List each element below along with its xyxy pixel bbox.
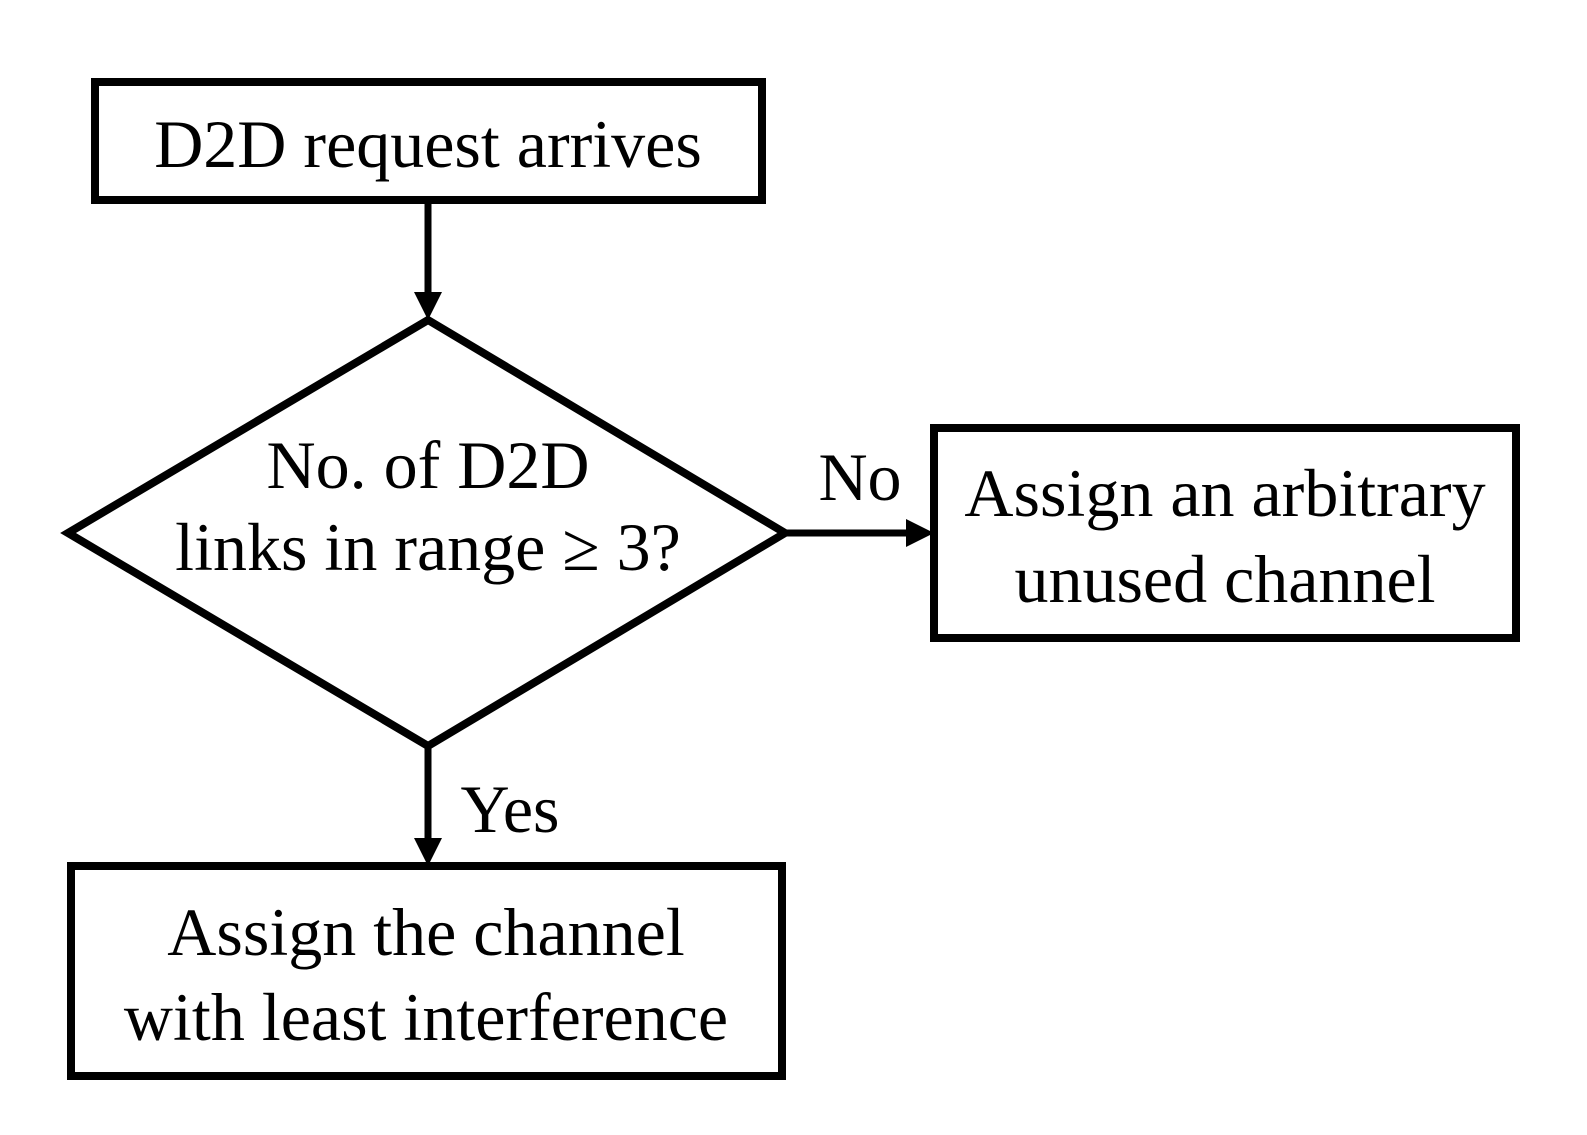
arrowhead-yes: [414, 838, 442, 866]
no-result-box: [930, 424, 1520, 642]
no-result-line1: Assign an arbitrary: [964, 455, 1485, 531]
decision-label-line2: links in range ≥ 3?: [175, 509, 681, 585]
yes-result-box: [67, 862, 786, 1080]
yes-result-line2: with least interference: [124, 979, 728, 1055]
yes-label: Yes: [461, 771, 560, 847]
decision-label-line1: No. of D2D: [267, 427, 590, 503]
yes-result-line1: Assign the channel: [167, 894, 684, 970]
no-result-line2: unused channel: [1014, 541, 1435, 617]
start-label: D2D request arrives: [154, 106, 702, 182]
arrowhead-start-to-decision: [414, 292, 442, 320]
no-label: No: [818, 439, 901, 515]
arrowhead-no: [906, 519, 934, 547]
